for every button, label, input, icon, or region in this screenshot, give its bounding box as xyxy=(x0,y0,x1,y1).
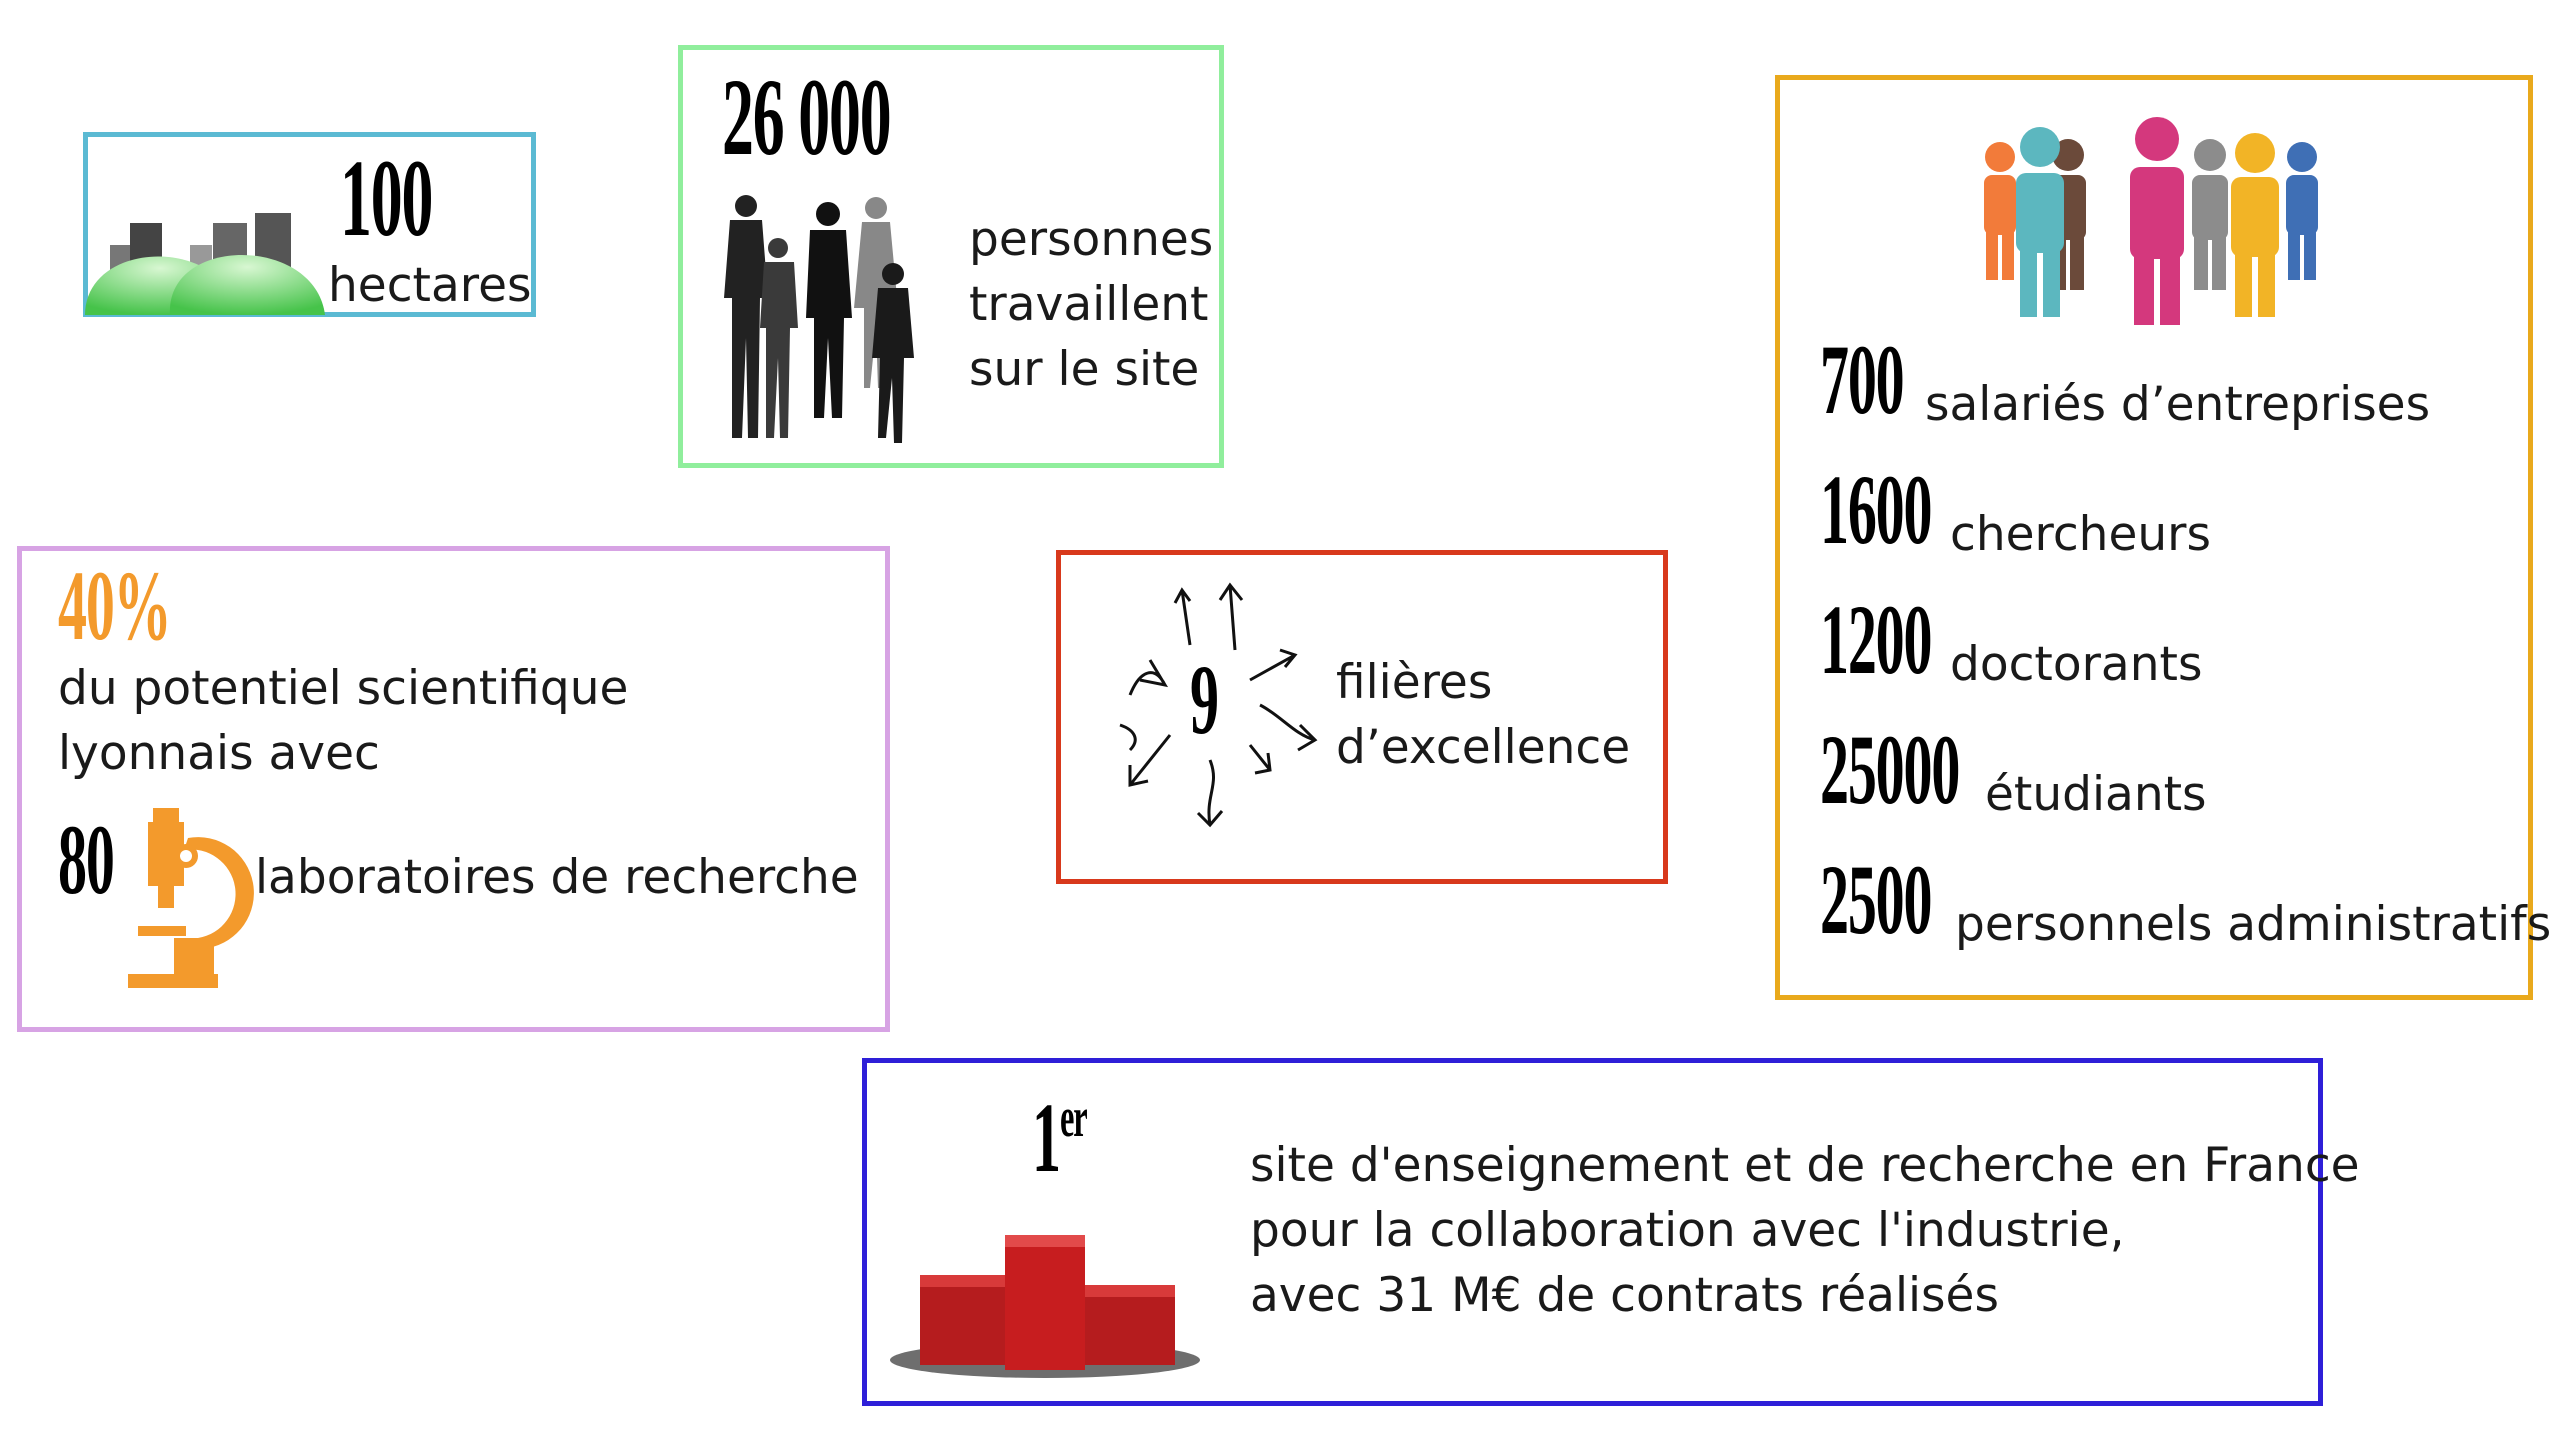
people-card xyxy=(678,45,1224,468)
filieres-label-line1: filières xyxy=(1336,655,1493,710)
science-percent: 40% xyxy=(58,550,172,661)
rank-line3: avec 31 M€ de contrats réalisés xyxy=(1250,1268,1999,1323)
people-label-line2: travaillent xyxy=(969,277,1209,332)
filieres-card xyxy=(1056,550,1668,884)
staff-label-3: doctorants xyxy=(1950,637,2203,692)
science-line1: du potentiel scientifique xyxy=(58,661,629,716)
rank-line1: site d'enseignement et de recherche en F… xyxy=(1250,1138,2360,1193)
staff-number-2: 1600 xyxy=(1820,454,1933,565)
staff-label-5: personnels administratifs xyxy=(1955,897,2552,952)
filieres-number: 9 xyxy=(1190,644,1219,755)
area-number: 100 xyxy=(340,137,433,259)
scattered-arrows-icon xyxy=(1119,582,1318,828)
business-people-silhouettes-icon xyxy=(724,195,914,443)
staff-number-3: 1200 xyxy=(1820,584,1933,695)
science-card xyxy=(17,546,890,1032)
group-of-people-icon xyxy=(1984,117,2318,325)
rank-superscript: er xyxy=(1060,1087,1088,1149)
staff-label-4: étudiants xyxy=(1985,767,2207,822)
staff-card xyxy=(1775,75,2533,1000)
area-label: hectares xyxy=(328,258,532,313)
rank-number: 1 xyxy=(1032,1082,1061,1193)
staff-label-2: chercheurs xyxy=(1950,507,2211,562)
labs-label: laboratoires de recherche xyxy=(255,850,859,905)
filieres-label-line2: d’excellence xyxy=(1336,720,1631,775)
staff-number-1: 700 xyxy=(1820,324,1905,435)
podium-icon xyxy=(890,1235,1200,1378)
people-label-line3: sur le site xyxy=(969,342,1200,397)
staff-label-1: salariés d’entreprises xyxy=(1925,377,2431,432)
microscope-icon xyxy=(128,808,254,988)
rank-card xyxy=(862,1058,2323,1406)
staff-number-5: 2500 xyxy=(1820,844,1933,955)
staff-number-4: 25000 xyxy=(1820,714,1960,825)
science-line2: lyonnais avec xyxy=(58,726,380,781)
labs-number: 80 xyxy=(58,804,115,915)
people-label-line1: personnes xyxy=(969,212,1214,267)
buildings-on-hills-icon xyxy=(85,213,325,315)
rank-line2: pour la collaboration avec l'industrie, xyxy=(1250,1203,2125,1258)
people-number: 26 000 xyxy=(722,56,892,178)
